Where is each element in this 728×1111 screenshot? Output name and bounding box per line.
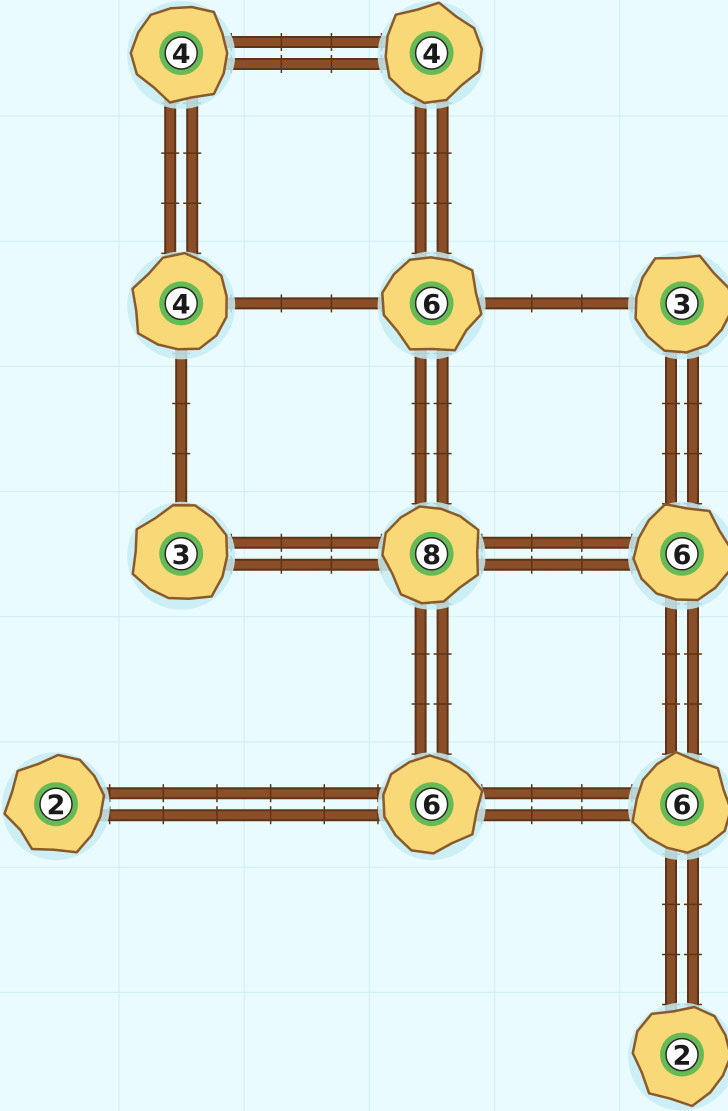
island-number: 4: [172, 289, 191, 320]
island-g[interactable]: 8: [378, 502, 486, 610]
island-a[interactable]: 4: [127, 1, 235, 109]
island-k[interactable]: 6: [628, 752, 728, 860]
island-l[interactable]: 2: [628, 1003, 728, 1111]
island-number: 4: [172, 39, 191, 70]
island-number: 2: [673, 1041, 692, 1072]
island-number: 4: [422, 39, 441, 70]
island-number: 3: [172, 540, 191, 571]
island-number: 8: [422, 540, 441, 571]
island-number: 6: [422, 289, 441, 320]
island-b[interactable]: 4: [378, 1, 486, 109]
island-j[interactable]: 6: [378, 752, 486, 860]
island-number: 3: [673, 289, 692, 320]
island-number: 2: [47, 790, 66, 821]
island-i[interactable]: 2: [2, 752, 110, 860]
island-number: 6: [422, 790, 441, 821]
island-d[interactable]: 6: [378, 251, 486, 359]
island-number: 6: [673, 790, 692, 821]
island-number: 6: [673, 540, 692, 571]
island-c[interactable]: 4: [127, 251, 235, 359]
island-f[interactable]: 3: [127, 502, 235, 610]
island-e[interactable]: 3: [628, 251, 728, 359]
island-h[interactable]: 6: [628, 502, 728, 610]
